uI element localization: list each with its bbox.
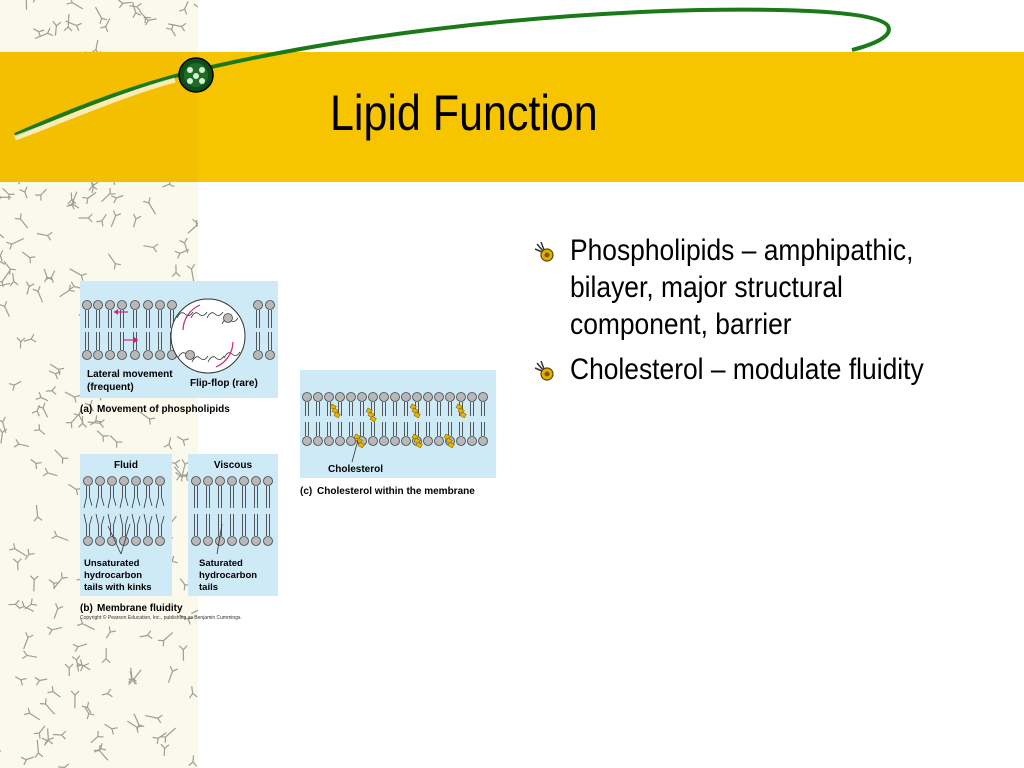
- bullet-list: Phospholipids – amphipathic, bilayer, ma…: [532, 232, 924, 396]
- molecule-logo-icon: [178, 57, 214, 93]
- unsaturated-label-1: Unsaturated: [84, 558, 140, 569]
- bee-bullet-icon: [534, 360, 554, 381]
- saturated-label-2: hydrocarbon: [199, 570, 257, 581]
- title-band-texture: [0, 52, 198, 182]
- lateral-movement-sub: (frequent): [87, 382, 134, 393]
- bullet-item: Phospholipids – amphipathic, bilayer, ma…: [532, 232, 913, 343]
- panel-b-caption: Membrane fluidity: [97, 603, 183, 614]
- panel-c-caption: Cholesterol within the membrane: [317, 486, 475, 497]
- panel-c-bilayer: [302, 392, 488, 449]
- panel-c-bg: [300, 370, 496, 478]
- panel-a-caption: Movement of phospholipids: [97, 404, 230, 415]
- lateral-movement-label: Lateral movement: [87, 369, 173, 380]
- saturated-label-1: Saturated: [199, 558, 243, 569]
- panel-a-bilayer: [82, 300, 275, 360]
- bee-bullet-icon: [534, 241, 554, 262]
- bullet-text: Phospholipids – amphipathic, bilayer, ma…: [570, 234, 914, 341]
- panel-c-letter: (c): [300, 486, 312, 497]
- copyright-note: Copyright © Pearson Education, Inc., pub…: [80, 615, 242, 621]
- swoosh-decoration: [14, 7, 891, 141]
- viscous-label: Viscous: [214, 460, 253, 471]
- flip-flop-lipids: [176, 304, 241, 368]
- slide-title: Lipid Function: [330, 85, 598, 141]
- panel-b-bilayers: [83, 476, 273, 546]
- saturated-label-3: tails: [199, 582, 218, 593]
- flip-flop-label: Flip-flop (rare): [190, 378, 258, 389]
- panel-b-letter: (b): [80, 603, 93, 614]
- unsaturated-label-3: tails with kinks: [84, 582, 152, 593]
- membrane-figure: Lateral movement (frequent) Flip-flop (r…: [80, 281, 496, 614]
- unsaturated-label-2: hydrocarbon: [84, 570, 142, 581]
- panel-a-letter: (a): [80, 404, 92, 415]
- fluid-label: Fluid: [114, 460, 138, 471]
- bullet-text: Cholesterol – modulate fluidity: [570, 353, 924, 386]
- bullet-item: Cholesterol – modulate fluidity: [532, 351, 924, 388]
- cholesterol-label: Cholesterol: [328, 464, 383, 475]
